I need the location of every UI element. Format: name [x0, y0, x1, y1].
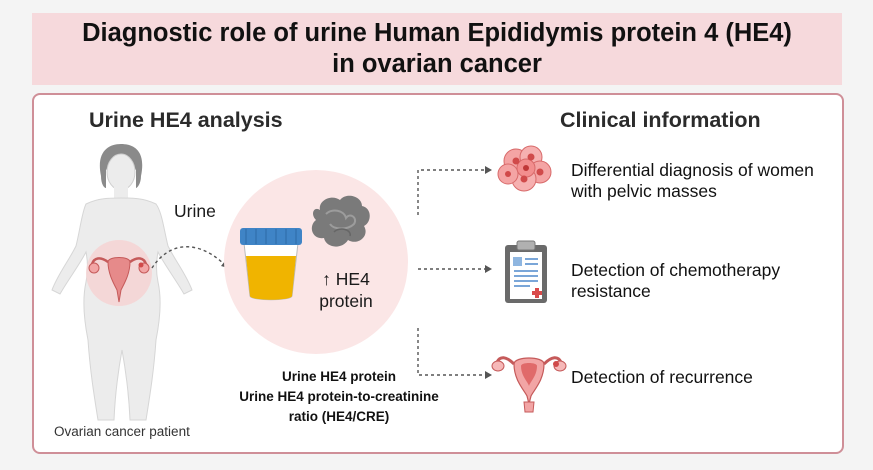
patient-figure-icon: [51, 144, 193, 421]
urine-measures: Urine HE4 protein Urine HE4 protein-to-c…: [219, 367, 459, 427]
measure-line: Urine HE4 protein: [281, 369, 397, 384]
content-panel: [32, 93, 844, 454]
clinical-item-line: resistance: [571, 281, 651, 301]
title-banner: Diagnostic role of urine Human Epididymi…: [32, 13, 842, 85]
clinical-information-header: Clinical information: [560, 108, 761, 132]
he4-protein-label: ↑ HE4 protein: [306, 268, 386, 312]
clinical-item-line: Detection of recurrence: [571, 367, 753, 387]
urine-analysis-header: Urine HE4 analysis: [89, 108, 283, 132]
measure-line: Urine HE4 protein-to-creatinine: [239, 389, 439, 404]
urine-label: Urine: [174, 201, 216, 221]
uterus-icon: [491, 356, 567, 413]
urine-cup-icon: [240, 228, 302, 301]
branch-line-top: [417, 169, 488, 215]
he4-label-line2: protein: [319, 291, 373, 311]
tumor-cells-icon: [497, 145, 552, 192]
measure-line: ratio (HE4/CRE): [288, 409, 390, 424]
clinical-item-line: Differential diagnosis of women: [571, 160, 814, 180]
he4-protein-icon: [311, 195, 370, 247]
diagram-title: Diagnostic role of urine Human Epididymi…: [82, 19, 792, 78]
clinical-item-differential-diagnosis: Differential diagnosis of women with pel…: [571, 160, 814, 202]
clipboard-report-icon: [505, 240, 547, 303]
he4-label-line1: ↑ HE4: [322, 269, 370, 289]
clinical-item-line: with pelvic masses: [571, 181, 717, 201]
patient-caption: Ovarian cancer patient: [54, 424, 190, 439]
clinical-item-chemotherapy-resistance: Detection of chemotherapy resistance: [571, 260, 780, 302]
clinical-item-line: Detection of chemotherapy: [571, 260, 781, 280]
clinical-item-recurrence: Detection of recurrence: [571, 367, 753, 388]
